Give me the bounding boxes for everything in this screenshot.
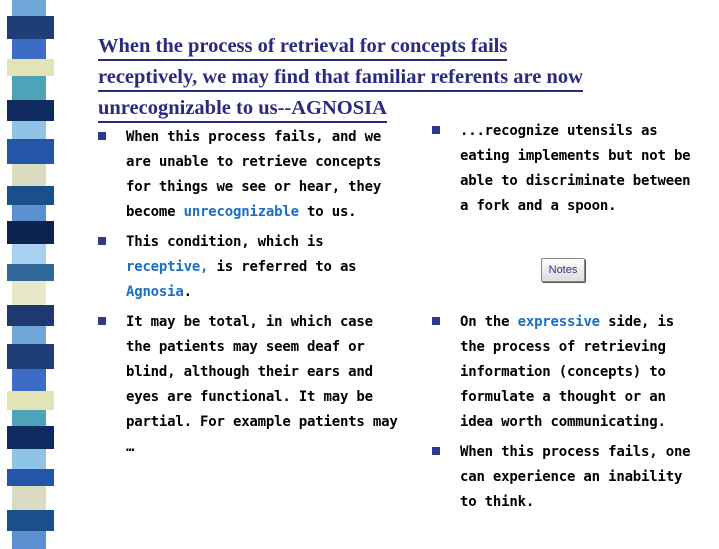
bullet-item: This condition, which is receptive, is r… <box>98 230 398 305</box>
stripe-band <box>7 391 54 410</box>
bullet-item: On the expressive side, is the process o… <box>432 310 700 435</box>
decorative-stripe-bar <box>0 0 70 549</box>
bullet-item: ...recognize utensils as eating implemen… <box>432 119 700 219</box>
left-bullet-column: When this process fails, and we are unab… <box>98 125 398 460</box>
title-line-1: When the process of retrieval for concep… <box>98 34 508 61</box>
stripe-band <box>12 244 46 264</box>
stripe-band <box>7 344 54 369</box>
stripe-band <box>7 305 54 326</box>
bullet-item: When this process fails, one can experie… <box>432 440 700 515</box>
bullet-text: When this process fails, one can experie… <box>460 444 691 510</box>
stripe-band <box>12 281 46 305</box>
title-line-2: receptively, we may find that familiar r… <box>98 65 583 92</box>
stripe-band <box>7 100 54 121</box>
stripe-band <box>12 369 46 391</box>
stripe-band <box>12 205 46 221</box>
stripe-band <box>12 531 46 549</box>
stripe-band <box>7 469 54 486</box>
stripe-band <box>7 264 54 281</box>
bullet-item: When this process fails, and we are unab… <box>98 125 398 225</box>
stripe-band <box>7 139 54 164</box>
stripe-band <box>12 39 46 59</box>
title-line-3: unrecognizable to us--AGNOSIA <box>98 96 387 123</box>
stripe-band <box>12 76 46 100</box>
stripe-band <box>7 16 54 39</box>
square-bullet-icon <box>98 237 106 245</box>
stripe-band <box>12 121 46 139</box>
stripe-band <box>12 164 46 186</box>
stripe-band <box>12 410 46 426</box>
right-bullet-column-bottom: On the expressive side, is the process o… <box>432 310 700 515</box>
stripe-band <box>7 510 54 531</box>
stripe-band <box>7 59 54 76</box>
stripe-band <box>12 449 46 469</box>
bullet-text: ...recognize utensils as eating implemen… <box>460 123 691 214</box>
bullet-text: This condition, which is receptive, is r… <box>126 234 357 300</box>
stripe-band <box>12 486 46 510</box>
bullet-item: It may be total, in which case the patie… <box>98 310 398 460</box>
bullet-text: When this process fails, and we are unab… <box>126 129 382 220</box>
stripe-band <box>7 426 54 449</box>
stripe-band <box>12 326 46 344</box>
bullet-text: It may be total, in which case the patie… <box>126 314 398 455</box>
bullet-text: On the expressive side, is the process o… <box>460 314 674 430</box>
notes-button[interactable]: Notes <box>541 258 585 282</box>
stripe-band <box>7 186 54 205</box>
square-bullet-icon <box>432 317 440 325</box>
slide-title: When the process of retrieval for concep… <box>98 32 688 125</box>
square-bullet-icon <box>432 126 440 134</box>
stripe-band <box>7 221 54 244</box>
square-bullet-icon <box>432 447 440 455</box>
square-bullet-icon <box>98 317 106 325</box>
stripe-band <box>12 0 46 16</box>
square-bullet-icon <box>98 132 106 140</box>
right-bullet-column-top: ...recognize utensils as eating implemen… <box>432 119 700 219</box>
